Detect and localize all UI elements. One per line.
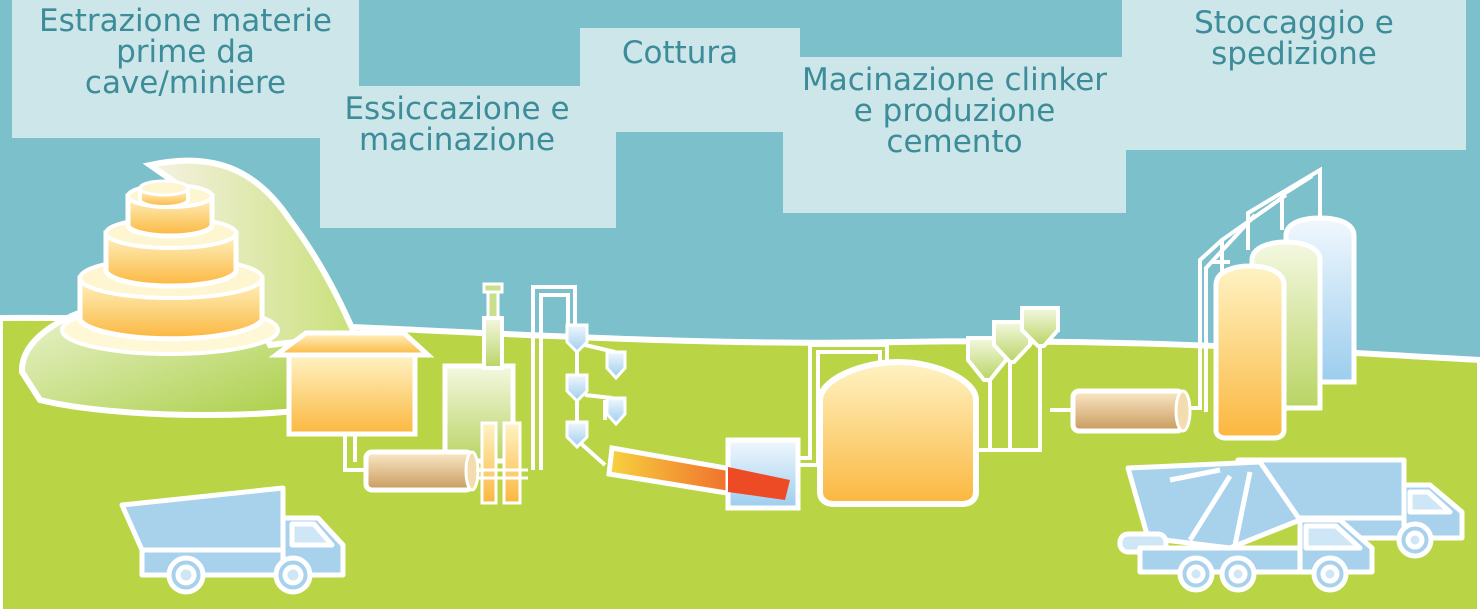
rotary-dryer-icon: [363, 421, 528, 505]
stage-text-storage: Stoccaggio e spedizione: [1194, 5, 1394, 72]
preheater-tower-icon: [442, 282, 516, 464]
stage-text-extraction: Estrazione materie prime da cave/miniere: [39, 3, 332, 101]
stage-text-firing: Cottura: [621, 35, 739, 71]
cyclone-separators-icon: [565, 323, 627, 450]
stage-label-storage: Stoccaggio e spedizione: [1122, 0, 1466, 150]
stage-label-firing: Cottura: [580, 28, 800, 132]
stage-text-milling: Macinazione clinker e produzione cemento: [801, 62, 1108, 160]
feed-hopper-icon: [268, 330, 435, 437]
cement-mill-drum-icon: [1070, 388, 1192, 434]
stage-label-drying: Essiccazione e macinazione: [320, 86, 616, 228]
stage-text-drying: Essiccazione e macinazione: [344, 91, 570, 158]
cement-mixer-truck-icon: [1117, 459, 1375, 593]
dump-truck-icon: [119, 485, 346, 595]
storage-silo-icon: [1213, 215, 1357, 441]
quarry-hill-icon: [18, 157, 360, 418]
stage-label-milling: Macinazione clinker e produzione cemento: [783, 57, 1126, 213]
rotary-kiln-icon: [606, 437, 801, 511]
clinker-mill-icon: [817, 306, 1060, 507]
stage-label-extraction: Estrazione materie prime da cave/miniere: [12, 0, 359, 138]
